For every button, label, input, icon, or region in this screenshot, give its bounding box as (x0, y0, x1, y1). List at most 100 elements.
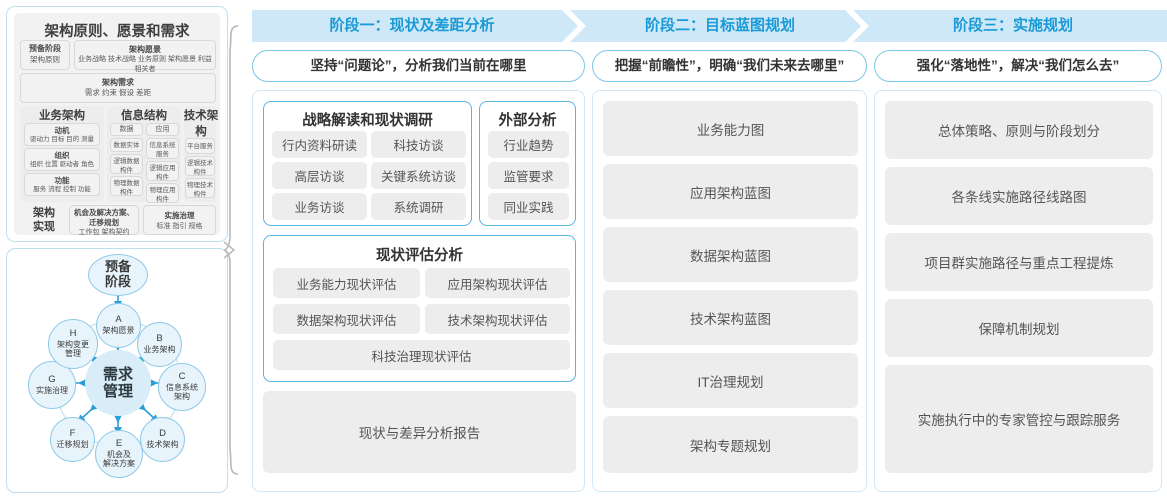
chip-executive-interview[interactable]: 高层访谈 (272, 162, 367, 189)
opportunities-title-line2: 迁移规划 (89, 218, 119, 228)
implementation-governance-box: 实施治理 标准 指引 规格 (143, 205, 216, 235)
chip-tech-governance-assessment[interactable]: 科技治理现状评估 (273, 340, 570, 370)
function-items: 服务 流程 控制 功能 (33, 186, 91, 194)
phase-band-1 (252, 10, 585, 42)
cycle-node-prep-line1: 预备 (104, 259, 131, 275)
cycle-node-b: B 业务架构 (137, 322, 182, 367)
technical-architecture-title: 技术架构 (183, 110, 219, 138)
architecture-requirement-title: 架构需求 (102, 78, 134, 87)
architecture-realization-line2: 实现 (33, 220, 55, 233)
cycle-node-f: F 迁移规划 (50, 417, 95, 462)
organization-items: 组织 位置 驱动者 角色 (30, 161, 94, 169)
chip-business-interview[interactable]: 业务访谈 (272, 193, 367, 220)
cycle-node-prep: 预备 阶段 (88, 254, 148, 296)
cycle-node-e-label-1: 机会及 (107, 450, 131, 460)
physical-application-component-label: 物理应用构件 (149, 187, 176, 203)
architecture-realization-label: 架构 实现 (20, 205, 68, 235)
cycle-node-h-label-1: 架构变更 (57, 340, 89, 350)
cycle-node-g: G 实施治理 (28, 361, 76, 409)
phase-chevron-1-icon (562, 10, 586, 42)
cycle-node-b-label: 业务架构 (143, 345, 176, 355)
cycle-node-e-key: E (115, 438, 123, 450)
function-title: 功能 (54, 176, 70, 185)
cycle-node-h-key: H (69, 328, 77, 340)
phase-chevron-2-icon (845, 10, 869, 42)
chip-business-capability-map[interactable]: 业务能力图 (603, 101, 858, 156)
framework-header: 架构原则、愿景和需求 (44, 24, 190, 40)
architecture-requirement-box: 架构需求 需求 约束 假设 差距 (20, 73, 216, 103)
strategy-research-title: 战略解读和现状调研 (302, 113, 433, 129)
physical-data-component-box: 物理数据构件 (110, 176, 143, 196)
information-system-service-box: 信息系统服务 (146, 138, 179, 159)
implementation-governance-items: 标准 指引 规格 (156, 222, 203, 230)
phase-1-column: 战略解读和现状调研 行内资料研读 科技访谈 高层访谈 关键系统访谈 业务访谈 系… (252, 90, 585, 492)
chip-program-path-key-projects[interactable]: 项目群实施路径与重点工程提炼 (885, 233, 1153, 291)
chip-overall-strategy[interactable]: 总体策略、原则与阶段划分 (885, 101, 1153, 159)
organization-title: 组织 (54, 151, 70, 160)
cycle-node-prep-line2: 阶段 (104, 274, 131, 289)
chip-expert-control-tracking-service[interactable]: 实施执行中的专家管控与跟踪服务 (885, 365, 1153, 473)
chip-line-implementation-roadmap[interactable]: 各条线实施路径线路图 (885, 167, 1153, 225)
chip-system-survey[interactable]: 系统调研 (371, 193, 466, 220)
logical-application-component-box: 逻辑应用构件 (146, 161, 179, 181)
cycle-node-e: E 机会及 解决方案 (95, 430, 143, 478)
motivation-items: 驱动力 目标 目的 测量 (30, 136, 94, 144)
motivation-title: 动机 (54, 126, 70, 135)
prep-stage-line2: 架构原则 (30, 54, 60, 64)
chip-application-architecture-assessment[interactable]: 应用架构现状评估 (425, 268, 570, 298)
chip-business-capability-assessment[interactable]: 业务能力现状评估 (273, 268, 420, 298)
chip-technical-architecture-blueprint[interactable]: 技术架构蓝图 (603, 290, 858, 345)
cycle-node-g-label: 实施治理 (36, 385, 68, 395)
cycle-node-b-key: B (156, 333, 163, 345)
chip-data-architecture-assessment[interactable]: 数据架构现状评估 (273, 304, 420, 334)
architecture-realization-line1: 架构 (33, 207, 55, 219)
architecture-requirement-items: 需求 约束 假设 差距 (84, 88, 152, 98)
external-analysis-card: 外部分析 行业趋势 监管要求 同业实践 (479, 101, 576, 226)
strategy-research-card: 战略解读和现状调研 行内资料研读 科技访谈 高层访谈 关键系统访谈 业务访谈 系… (263, 101, 472, 226)
prep-stage-line1: 预备阶段 (29, 44, 61, 53)
chip-technical-architecture-assessment[interactable]: 技术架构现状评估 (425, 304, 570, 334)
chip-key-system-interview[interactable]: 关键系统访谈 (371, 162, 466, 189)
cycle-node-g-key: G (48, 373, 56, 385)
cycle-node-h: H 架构变更 管理 (48, 319, 98, 369)
phase-3-column: 总体策略、原则与阶段划分 各条线实施路径线路图 项目群实施路径与重点工程提炼 保… (874, 90, 1162, 492)
phase-band-3 (868, 10, 1167, 42)
cycle-node-c: C 信息系统 架构 (158, 363, 206, 411)
information-structure-title: 信息结构 (121, 110, 167, 122)
phase-2-subtitle: 把握“前瞻性”，明确“我们未来去哪里” (592, 50, 867, 82)
cycle-node-c-key: C (178, 371, 186, 383)
cycle-node-d-label: 技术架构 (146, 440, 179, 450)
cycle-node-h-label-2: 管理 (65, 349, 81, 359)
organization-box: 组织 组织 位置 驱动者 角色 (24, 148, 100, 171)
cycle-node-a: A 架构愿景 (96, 303, 141, 348)
cycle-node-f-key: F (69, 428, 76, 440)
chip-architecture-topic-plan[interactable]: 架构专题规划 (603, 416, 858, 473)
cycle-node-a-key: A (115, 314, 122, 326)
cycle-node-d-key: D (159, 428, 166, 440)
chip-assurance-mechanism-plan[interactable]: 保障机制规划 (885, 299, 1153, 357)
chip-data-architecture-blueprint[interactable]: 数据架构蓝图 (603, 227, 858, 282)
status-assessment-title: 现状评估分析 (376, 248, 463, 264)
chip-it-governance-plan[interactable]: IT治理规划 (603, 353, 858, 408)
data-entity-box: 数据实体 (110, 138, 143, 152)
cycle-node-d: D 技术架构 (140, 417, 185, 462)
chip-internal-doc-study[interactable]: 行内资料研读 (272, 131, 367, 158)
chip-industry-trend[interactable]: 行业趋势 (488, 131, 569, 158)
logical-technology-component-box: 逻辑技术构件 (185, 156, 215, 176)
architecture-framework-panel: 架构原则、愿景和需求 预备阶段 架构原则 架构愿景 业务战略 技术战略 业务原则… (6, 6, 228, 242)
motivation-box: 动机 驱动力 目标 目的 测量 (24, 123, 100, 146)
chip-regulatory-requirement[interactable]: 监管要求 (488, 162, 569, 189)
phase-3-title: 阶段三：实施规划 (952, 17, 1073, 34)
phase-1-title: 阶段一：现状及差距分析 (329, 17, 495, 34)
chip-application-architecture-blueprint[interactable]: 应用架构蓝图 (603, 164, 858, 219)
phase-1-subtitle: 坚持“问题论”，分析我们当前在哪里 (252, 50, 585, 82)
status-assessment-card: 现状评估分析 业务能力现状评估 应用架构现状评估 数据架构现状评估 技术架构现状… (263, 235, 576, 382)
chip-peer-practice[interactable]: 同业实践 (488, 193, 569, 220)
chip-gap-analysis-report[interactable]: 现状与差异分析报告 (263, 391, 576, 473)
cycle-node-e-label-2: 解决方案 (103, 459, 135, 469)
cycle-node-c-label-2: 架构 (174, 392, 190, 402)
physical-technology-component-label: 物理技术构件 (187, 182, 213, 198)
chip-tech-interview[interactable]: 科技访谈 (371, 131, 466, 158)
external-analysis-title: 外部分析 (498, 113, 557, 129)
